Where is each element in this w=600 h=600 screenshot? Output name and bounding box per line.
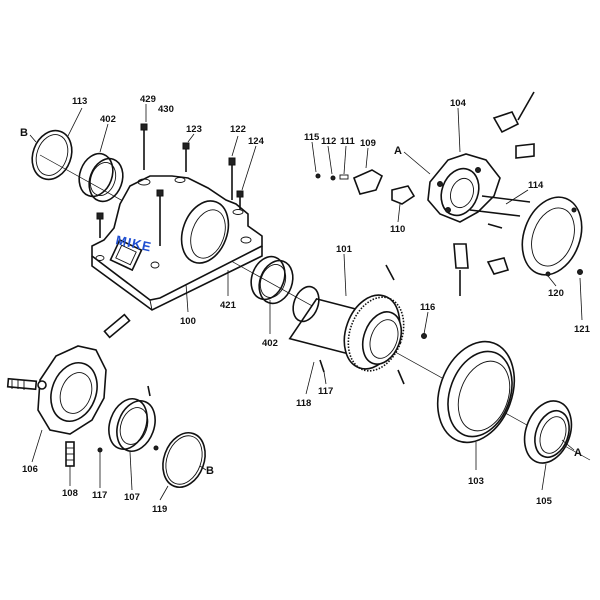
part-105-ring <box>523 400 573 464</box>
label-430: 430 <box>158 104 174 115</box>
label-121: 121 <box>574 324 591 335</box>
part-labels: 113 402 B 429 430 123 122 124 100 421 40… <box>20 94 591 515</box>
label-105: 105 <box>536 496 553 507</box>
label-114: 114 <box>528 180 544 191</box>
bolts-top <box>96 123 244 246</box>
part-107-ring <box>97 385 159 453</box>
parts-cam-block <box>315 169 416 205</box>
part-101-gear-sleeve <box>288 264 427 385</box>
label-119: 119 <box>152 504 167 515</box>
label-402-left: 402 <box>100 114 116 125</box>
label-A-top: A <box>394 145 402 157</box>
label-106: 106 <box>22 464 38 475</box>
label-103: 103 <box>468 476 484 487</box>
part-106-chuck-plate <box>6 313 131 467</box>
part-103-outer-ring <box>436 340 516 444</box>
part-119-oring <box>162 432 206 488</box>
label-116: 116 <box>420 302 435 313</box>
leader-lines <box>29 104 583 501</box>
part-100-housing <box>91 175 263 311</box>
part-402-seal-mid <box>250 255 294 305</box>
label-108: 108 <box>62 488 78 499</box>
label-123: 123 <box>186 124 202 135</box>
part-113-oring <box>31 129 73 181</box>
label-112: 112 <box>321 136 336 147</box>
part-104-flange <box>427 91 535 296</box>
label-100: 100 <box>180 316 196 327</box>
label-118: 118 <box>296 398 311 409</box>
brand-logo-text: MIKE <box>114 232 153 254</box>
label-429: 429 <box>140 94 156 105</box>
label-B-left: B <box>20 127 28 139</box>
label-421: 421 <box>220 300 237 311</box>
part-402-seal-left <box>78 152 124 203</box>
label-104: 104 <box>450 98 467 109</box>
label-109: 109 <box>360 138 376 149</box>
label-124: 124 <box>248 136 265 147</box>
label-115: 115 <box>304 132 320 143</box>
label-110: 110 <box>390 224 405 235</box>
label-101: 101 <box>336 244 353 255</box>
part-120-cover-plate <box>521 196 583 277</box>
label-113: 113 <box>72 96 87 107</box>
label-111: 111 <box>340 136 356 147</box>
label-117-left: 117 <box>92 490 107 501</box>
label-120: 120 <box>548 288 564 299</box>
label-107: 107 <box>124 492 140 503</box>
label-117-mid: 117 <box>318 386 333 397</box>
label-B-bottom: B <box>206 465 214 477</box>
label-402-mid: 402 <box>262 338 278 349</box>
label-122: 122 <box>230 124 246 135</box>
label-A-bottom: A <box>574 447 582 459</box>
